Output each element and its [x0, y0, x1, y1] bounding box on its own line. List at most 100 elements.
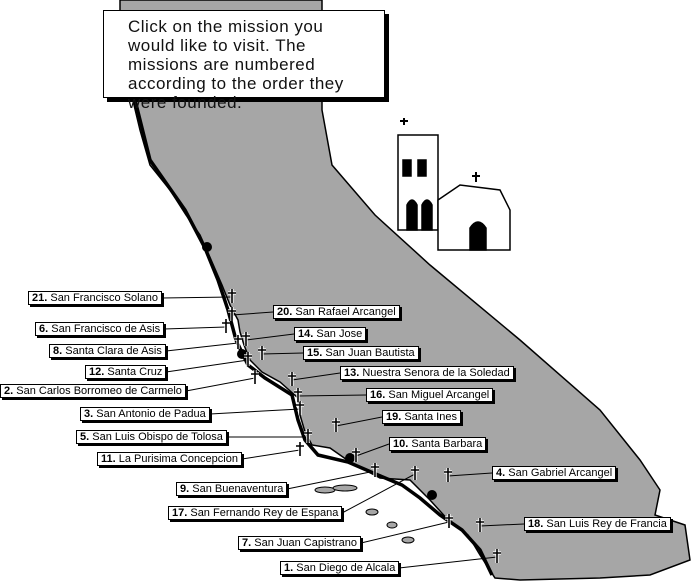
mission-name: Nuestra Senora de la Soledad	[359, 367, 510, 379]
mission-number: 13.	[344, 367, 360, 379]
leader-line	[360, 521, 450, 544]
mission-number: 11.	[101, 453, 116, 465]
highway-shield-icon	[202, 242, 437, 500]
cross-icon[interactable]	[244, 352, 252, 366]
mission-number: 12.	[89, 366, 105, 378]
mission-name: San Buenaventura	[189, 483, 284, 495]
mission-label-18[interactable]: 18. San Luis Rey de Francia	[524, 517, 671, 531]
leader-line	[165, 359, 249, 373]
channel-islands	[314, 484, 415, 544]
mission-label-15[interactable]: 15. San Juan Bautista	[303, 346, 419, 360]
mission-number: 18.	[528, 518, 544, 530]
cross-icon[interactable]	[234, 335, 242, 349]
cross-icon[interactable]	[296, 442, 304, 456]
leader-line	[209, 408, 301, 415]
mission-number: 21.	[32, 292, 48, 304]
cross-icon[interactable]	[296, 401, 304, 415]
cross-icon[interactable]	[304, 429, 312, 443]
cross-icon[interactable]	[251, 370, 259, 384]
cross-icon[interactable]	[258, 346, 266, 360]
leader-line	[241, 449, 301, 460]
mission-number: 16.	[370, 389, 386, 401]
mission-label-13[interactable]: 13. Nuestra Senora de la Soledad	[340, 366, 514, 380]
mission-name: San Juan Capistrano	[251, 537, 357, 549]
mission-label-21[interactable]: 21. San Francisco Solano	[28, 291, 162, 305]
mission-label-4[interactable]: 4. San Gabriel Arcangel	[492, 466, 617, 480]
mission-number: 1.	[284, 562, 294, 574]
mission-number: 15.	[307, 347, 323, 359]
mission-name: San Francisco Solano	[47, 292, 158, 304]
cross-icon[interactable]	[371, 463, 379, 477]
mission-label-3[interactable]: 3. San Antonio de Padua	[80, 407, 210, 421]
mission-number: 14.	[298, 328, 314, 340]
mission-number: 7.	[242, 537, 252, 549]
mission-name: La Purisima Concepcion	[115, 453, 238, 465]
mission-label-7[interactable]: 7. San Juan Capistrano	[238, 536, 361, 550]
el-camino-real-road	[133, 99, 494, 576]
cross-icon[interactable]	[493, 549, 501, 563]
leader-line	[261, 352, 304, 355]
mission-label-9[interactable]: 9. San Buenaventura	[176, 482, 288, 496]
leader-line	[165, 342, 239, 352]
mission-number: 8.	[53, 345, 63, 357]
mission-number: 9.	[180, 483, 190, 495]
leader-line	[479, 523, 525, 527]
cross-icon[interactable]	[411, 466, 419, 480]
leader-line	[161, 296, 233, 299]
mission-label-2[interactable]: 2. San Carlos Borromeo de Carmelo	[0, 384, 186, 398]
mission-name: San Carlos Borromeo de Carmelo	[13, 385, 182, 397]
mission-name: San Luis Rey de Francia	[543, 518, 667, 530]
cross-icon[interactable]	[332, 418, 340, 432]
mission-number: 6.	[39, 323, 49, 335]
mission-name: San Diego de Alcala	[293, 562, 396, 574]
mission-label-20[interactable]: 20. San Rafael Arcangel	[273, 305, 400, 319]
mission-label-5[interactable]: 5. San Luis Obispo de Tolosa	[76, 430, 227, 444]
mission-label-11[interactable]: 11. La Purisima Concepcion	[97, 452, 242, 466]
mission-number: 4.	[496, 467, 506, 479]
mission-label-17[interactable]: 17. San Fernando Rey de Espana	[168, 506, 343, 520]
cross-icon[interactable]	[222, 319, 230, 333]
mission-label-19[interactable]: 19. Santa Ines	[382, 410, 461, 424]
leader-line	[355, 443, 390, 457]
mission-number: 20.	[277, 306, 293, 318]
mission-name: Santa Barbara	[408, 438, 483, 450]
mission-name: San Fernando Rey de Espana	[187, 507, 339, 519]
leader-line	[185, 377, 256, 392]
mission-name: San Gabriel Arcangel	[505, 467, 613, 479]
cross-icon[interactable]	[352, 448, 360, 462]
leader-line	[341, 473, 416, 514]
cross-icon[interactable]	[242, 332, 250, 346]
leader-line	[245, 333, 295, 341]
cross-icon[interactable]	[228, 289, 236, 303]
mission-name: San Rafael Arcangel	[292, 306, 396, 318]
leader-line	[286, 470, 376, 490]
mission-label-8[interactable]: 8. Santa Clara de Asis	[49, 344, 166, 358]
cross-icon[interactable]	[294, 388, 302, 402]
mission-name: San Jose	[313, 328, 363, 340]
mission-number: 19.	[386, 411, 402, 423]
leader-line	[163, 326, 227, 330]
mission-label-12[interactable]: 12. Santa Cruz	[85, 365, 167, 379]
mission-name: San Miguel Arcangel	[385, 389, 490, 401]
leader-line	[398, 556, 498, 569]
mission-label-14[interactable]: 14. San Jose	[294, 327, 367, 341]
leader-line	[335, 416, 383, 427]
mission-church-icon	[397, 118, 511, 251]
mission-name: Santa Clara de Asis	[62, 345, 162, 357]
cross-icon[interactable]	[288, 372, 296, 386]
leader-line	[447, 472, 493, 477]
mission-number: 17.	[172, 507, 188, 519]
mission-number: 2.	[4, 385, 14, 397]
cross-icon[interactable]	[444, 468, 452, 482]
cross-icon[interactable]	[228, 307, 236, 321]
cross-icon[interactable]	[445, 514, 453, 528]
mission-label-10[interactable]: 10. Santa Barbara	[389, 437, 487, 451]
mission-name: Santa Cruz	[104, 366, 163, 378]
mission-label-6[interactable]: 6. San Francisco de Asis	[35, 322, 165, 336]
mission-label-1[interactable]: 1. San Diego de Alcala	[280, 561, 400, 575]
mission-label-16[interactable]: 16. San Miguel Arcangel	[366, 388, 494, 402]
mission-name: San Juan Bautista	[322, 347, 415, 359]
mission-name: San Luis Obispo de Tolosa	[89, 431, 223, 443]
cross-icon[interactable]	[476, 518, 484, 532]
